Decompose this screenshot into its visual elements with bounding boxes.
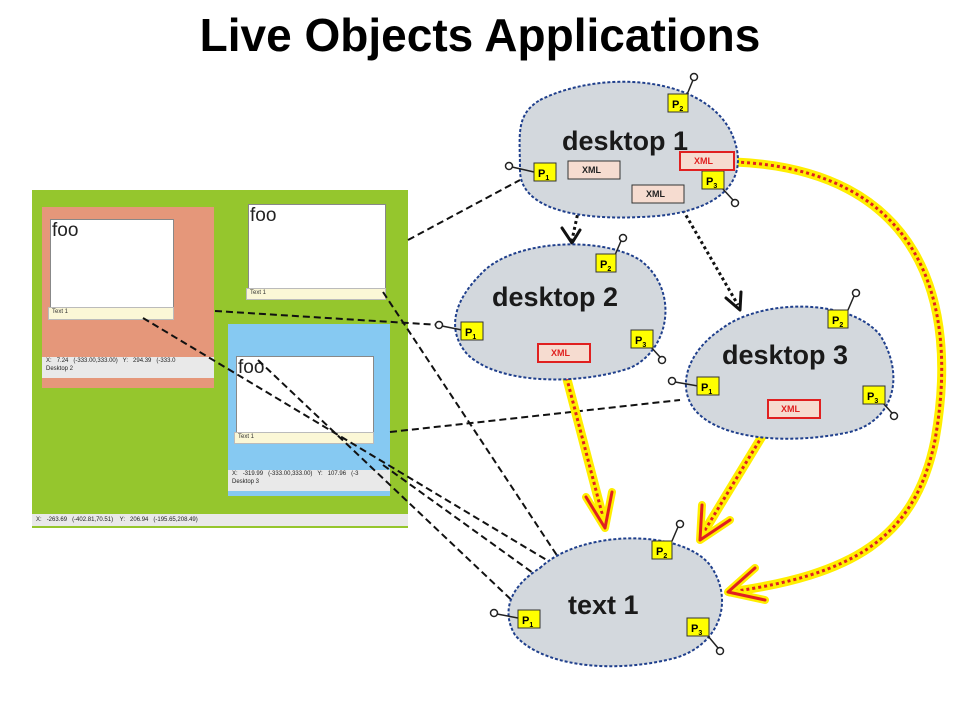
foo-label: foo bbox=[52, 220, 79, 241]
xml-badge bbox=[567, 160, 621, 180]
svg-text:P1: P1 bbox=[522, 615, 533, 629]
svg-text:P3: P3 bbox=[635, 335, 646, 349]
port-p3 bbox=[686, 617, 710, 637]
svg-text:XML: XML bbox=[551, 348, 571, 358]
node-text1: text 1 P2 P1 P3 bbox=[489, 519, 725, 668]
svg-text:XML: XML bbox=[694, 156, 714, 166]
node-desktop1: desktop 1 P2 P1 P3 XML XML XML bbox=[504, 72, 740, 219]
text1-window: foo bbox=[50, 219, 174, 309]
svg-text:P3: P3 bbox=[867, 391, 878, 405]
node-desktop1-label: desktop 1 bbox=[562, 126, 688, 156]
svg-text:P1: P1 bbox=[701, 382, 712, 396]
svg-text:P2: P2 bbox=[656, 546, 667, 560]
svg-text:P2: P2 bbox=[832, 315, 843, 329]
foo-label: foo bbox=[250, 205, 277, 226]
app-screenshot: foo Text 1 X: 7.24 (-333.00,333.00) Y: 2… bbox=[32, 190, 408, 528]
svg-text:P1: P1 bbox=[465, 327, 476, 341]
port-p3 bbox=[630, 329, 654, 349]
text1-caption-d3: Text 1 bbox=[234, 432, 374, 444]
svg-text:P2: P2 bbox=[600, 259, 611, 273]
svg-text:XML: XML bbox=[582, 165, 602, 175]
xml-badge-active bbox=[767, 399, 821, 419]
xml-badge-active bbox=[537, 343, 591, 363]
node-desktop2: desktop 2 P2 P1 P3 XML bbox=[434, 233, 667, 381]
node-desktop3: desktop 3 P2 P1 P3 XML bbox=[667, 288, 899, 440]
port-p1 bbox=[517, 609, 541, 629]
mapping-lines bbox=[142, 179, 681, 609]
desktop2-status: X: 7.24 (-333.00,333.00) Y: 294.39 (-333… bbox=[42, 357, 214, 378]
svg-text:P2: P2 bbox=[672, 99, 683, 113]
port-p2 bbox=[651, 540, 673, 560]
svg-text:XML: XML bbox=[646, 189, 666, 199]
svg-text:P1: P1 bbox=[538, 168, 549, 182]
svg-text:P3: P3 bbox=[691, 623, 702, 637]
node-desktop3-label: desktop 3 bbox=[722, 340, 848, 370]
foo-label: foo bbox=[238, 357, 265, 378]
port-p1 bbox=[696, 376, 720, 396]
port-p1 bbox=[533, 162, 557, 182]
page-title: Live Objects Applications bbox=[199, 9, 761, 61]
text1-caption: Text 1 bbox=[48, 307, 174, 320]
text1-window-d3: foo bbox=[236, 356, 374, 434]
node-desktop2-label: desktop 2 bbox=[492, 282, 618, 312]
xml-badge bbox=[631, 184, 685, 204]
svg-text:XML: XML bbox=[781, 404, 801, 414]
desktop3-status: X: -319.99 (-333.00,333.00) Y: 107.96 (-… bbox=[228, 470, 390, 491]
port-p2 bbox=[595, 253, 617, 273]
port-p3 bbox=[862, 385, 886, 405]
xml-badge-active bbox=[679, 151, 735, 171]
node-text1-label: text 1 bbox=[568, 590, 639, 620]
desktop3-pane: foo Text 1 bbox=[228, 324, 390, 496]
port-p2 bbox=[667, 93, 689, 113]
main-status: X: -263.69 (-402.81,70.51) Y: 206.94 (-1… bbox=[32, 514, 408, 526]
port-p1 bbox=[460, 321, 484, 341]
svg-text:P3: P3 bbox=[706, 176, 717, 190]
port-p2 bbox=[827, 309, 849, 329]
